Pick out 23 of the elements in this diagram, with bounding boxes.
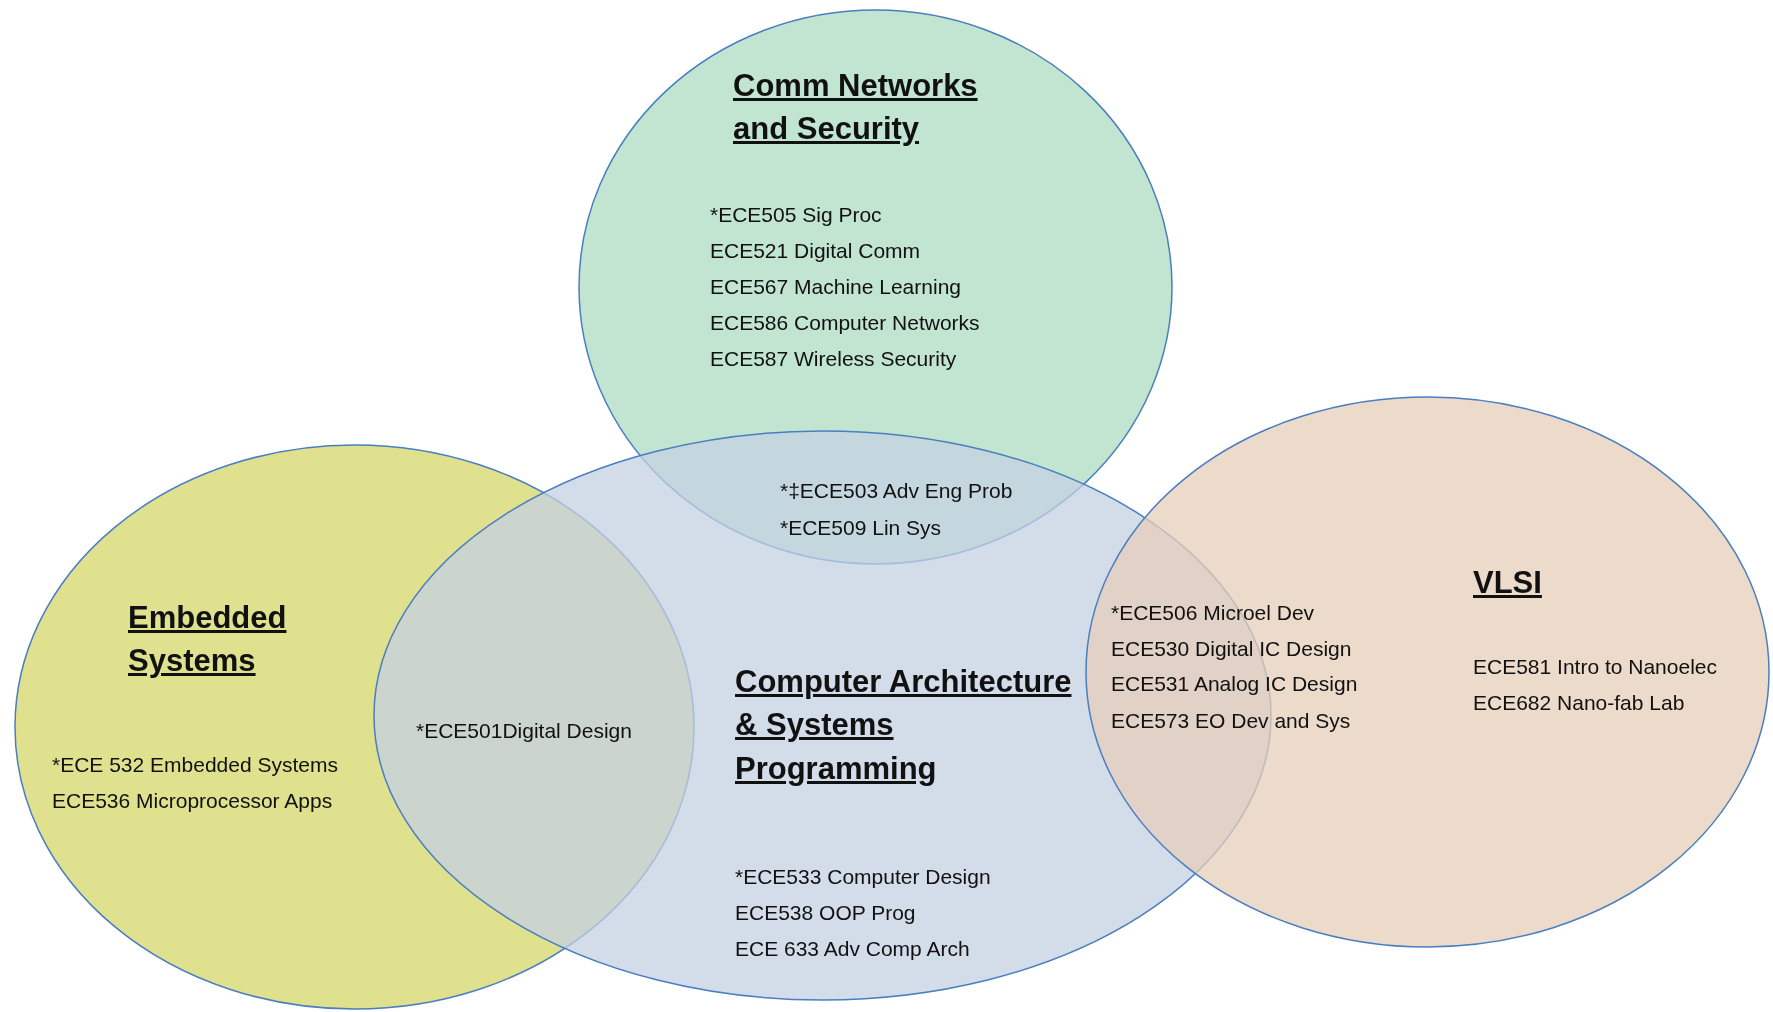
course-label: ECE536 Microprocessor Apps — [52, 788, 333, 814]
course-label: *ECE506 Microel Dev — [1111, 600, 1315, 626]
course-label: *‡ECE503 Adv Eng Prob — [780, 478, 1013, 504]
set-heading: Comm Networks and Security — [733, 67, 979, 149]
course-label: ECE567 Machine Learning — [710, 274, 961, 300]
set-heading: Computer Architecture & Systems Programming — [735, 663, 1073, 788]
course-label: ECE682 Nano-fab Lab — [1473, 690, 1685, 716]
course-label: ECE531 Analog IC Design — [1111, 671, 1358, 697]
set-heading: VLSI — [1473, 564, 1543, 602]
course-label: ECE530 Digital IC Design — [1111, 636, 1352, 662]
course-label: *ECE533 Computer Design — [735, 864, 991, 890]
course-label: ECE581 Intro to Nanoelec — [1473, 654, 1717, 680]
course-label: *ECE 532 Embedded Systems — [52, 752, 338, 778]
course-label: ECE587 Wireless Security — [710, 346, 957, 372]
set-heading: Embedded Systems — [128, 599, 288, 681]
course-label: ECE 633 Adv Comp Arch — [735, 936, 970, 962]
course-label: *ECE501Digital Design — [416, 718, 632, 744]
course-label: *ECE505 Sig Proc — [710, 202, 882, 228]
course-label: *ECE509 Lin Sys — [780, 515, 942, 541]
course-label: ECE521 Digital Comm — [710, 238, 921, 264]
course-label: ECE573 EO Dev and Sys — [1111, 708, 1351, 734]
course-label: ECE538 OOP Prog — [735, 900, 916, 926]
course-label: ECE586 Computer Networks — [710, 310, 980, 336]
